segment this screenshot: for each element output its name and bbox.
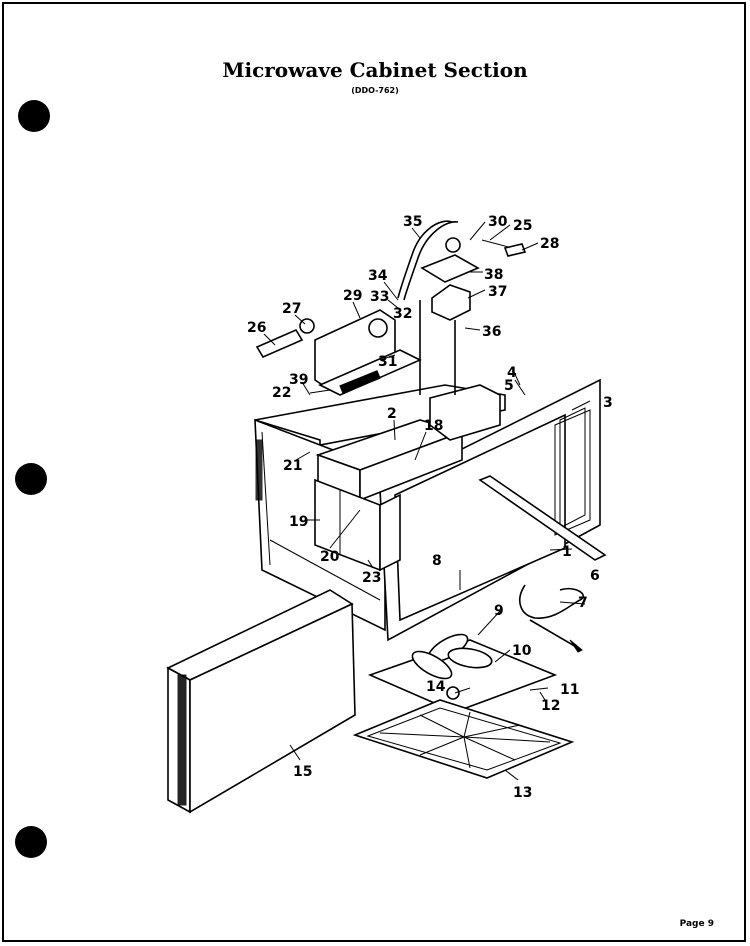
callout-30: 30	[488, 214, 508, 230]
callout-14: 14	[426, 679, 446, 695]
callout-31: 31	[378, 354, 397, 370]
callout-11: 11	[560, 682, 579, 698]
bottom-tray	[352, 699, 575, 779]
callout-21: 21	[283, 458, 302, 474]
callout-18: 18	[424, 418, 443, 434]
cooling-fan	[367, 633, 558, 713]
callout-38: 38	[484, 267, 503, 283]
callout-6: 6	[590, 568, 600, 584]
magnetron-housing	[314, 478, 401, 572]
oven-rail	[478, 475, 607, 653]
leader-lines	[263, 221, 591, 781]
callout-7: 7	[578, 595, 588, 611]
callout-26: 26	[247, 320, 266, 336]
callout-25: 25	[513, 218, 532, 234]
binder-hole-middle	[15, 463, 47, 495]
callout-29: 29	[343, 288, 362, 304]
callout-35: 35	[403, 214, 422, 230]
callout-10: 10	[512, 643, 532, 659]
callout-15: 15	[293, 764, 312, 780]
callout-3: 3	[603, 395, 613, 411]
callout-37: 37	[488, 284, 507, 300]
callout-20: 20	[320, 549, 340, 565]
callout-19: 19	[289, 514, 308, 530]
callout-33: 33	[370, 289, 389, 305]
control-panel	[314, 309, 422, 396]
front-frame	[379, 378, 601, 642]
callout-13: 13	[513, 785, 532, 801]
callout-5: 5	[504, 378, 514, 394]
page-number: Page 9	[679, 919, 714, 929]
callout-39: 39	[289, 372, 308, 388]
page-title: Microwave Cabinet Section	[222, 58, 528, 82]
callout-34: 34	[368, 268, 388, 284]
callout-12: 12	[541, 698, 560, 714]
callout-1: 1	[562, 544, 572, 560]
oven-door	[166, 589, 356, 814]
callout-2: 2	[387, 406, 397, 422]
binder-hole-bottom	[15, 826, 47, 858]
callout-8: 8	[432, 553, 442, 569]
binder-hole-top	[18, 100, 50, 132]
stirrer-motor	[397, 220, 527, 395]
model-number: (DDO-762)	[351, 86, 399, 95]
callout-22: 22	[272, 385, 291, 401]
callout-labels: 35 30 25 28 38 37 34 33 32 36 27 29 26 3…	[247, 214, 613, 801]
callout-23: 23	[362, 570, 381, 586]
callout-28: 28	[540, 236, 559, 252]
callout-4: 4	[507, 365, 517, 381]
callout-9: 9	[494, 603, 504, 619]
callout-27: 27	[282, 301, 301, 317]
callout-36: 36	[482, 324, 501, 340]
callout-32: 32	[393, 306, 412, 322]
